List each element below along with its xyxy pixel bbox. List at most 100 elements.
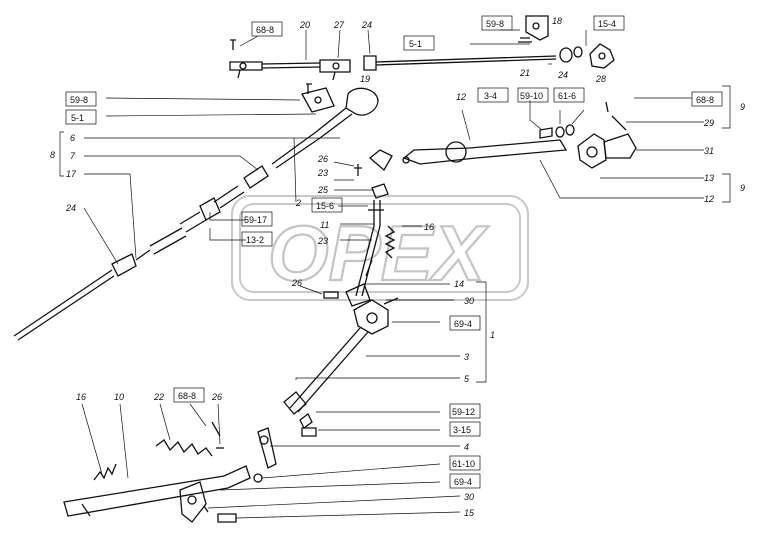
clip-25 [371,183,389,199]
housing-7 [243,165,269,189]
rod-11-top [373,200,381,226]
label-20: 20 [299,20,310,30]
label-26-bottom: 26 [211,392,222,402]
box-label-61-10: 61-10 [452,459,475,469]
boxed-labels: 68-8 59-8 15-4 5-1 59-8 5-1 3-4 59-10 61… [65,15,723,489]
label-28: 28 [595,74,606,84]
label-2: 2 [295,198,301,208]
pin-29 [611,115,627,131]
label-6: 6 [70,133,75,143]
number-labels: 20 27 24 18 21 24 28 19 12 9 29 6 7 8 17… [50,16,745,518]
cable-sleeve [213,185,245,209]
top-rod-assembly [229,15,615,81]
spring-16-left [93,463,117,481]
pin-30-bottom [203,505,209,513]
pin-30-top [383,297,399,305]
spring-22 [155,439,213,457]
label-3: 3 [464,352,469,362]
bolt-26-upper [354,164,362,176]
fork-27-pin [332,71,336,81]
box-label-3-4: 3-4 [484,91,497,101]
box-label-15-4: 15-4 [598,19,616,29]
pedal-pad-line [81,503,91,517]
cable-link [135,249,151,261]
center-linkage [323,149,396,307]
label-5: 5 [464,374,470,384]
box-label-68-8-a: 68-8 [256,25,274,35]
rod-3 [289,327,369,413]
bolt-15 [217,513,237,523]
label-14: 14 [454,279,464,289]
label-30-bottom: 30 [464,492,474,502]
washer-59-10 [555,126,565,138]
box-label-15-6: 15-6 [316,201,334,211]
knob-6 [345,87,379,116]
label-16-left: 16 [76,392,86,402]
fork-20-left [229,61,263,71]
label-4: 4 [464,442,469,452]
shaft-12-hub [445,141,467,163]
pin-center [365,259,373,277]
label-31: 31 [704,146,714,156]
fork-14 [345,283,371,307]
washer-61-10 [253,473,263,483]
tube-13-2 [149,227,187,255]
label-13: 13 [704,173,714,183]
pedal-assembly [63,421,251,523]
flange-13 [577,133,607,169]
box-label-5-1-b: 5-1 [71,113,84,123]
bracket-bottom-hole [187,495,197,505]
leader-lines [59,29,731,519]
label-23-lower: 23 [317,236,328,246]
lever-4-hole [259,435,269,445]
label-12-bottom: 12 [704,194,714,204]
ferrule-24 [111,253,137,277]
label-1: 1 [490,330,495,340]
bell-crank-hub [366,312,378,324]
fork-27 [319,59,351,73]
nut-59-12 [299,413,313,429]
fork-pin [237,69,241,79]
knob-6-shaft [315,107,353,139]
label-15: 15 [464,508,475,518]
label-9-top: 9 [740,102,745,112]
watermark-text: OPEX [268,209,489,297]
label-26-lower: 26 [291,278,302,288]
box-label-68-8-b: 68-8 [696,95,714,105]
label-27: 27 [333,20,345,30]
label-24-top: 24 [361,20,372,30]
bolt-59-8 [518,37,532,43]
bracket-19-hole [314,96,322,104]
nut-61-6 [565,124,575,136]
label-9-bottom: 9 [740,183,745,193]
pedal-lever-10 [63,465,251,517]
bracket-18-hole [532,22,540,30]
bracket-bottom [179,481,207,523]
label-10: 10 [114,392,124,402]
bolt-59-8-b [306,83,312,94]
box-label-59-8-a: 59-8 [486,19,504,29]
bell-crank-assembly [253,297,399,483]
shaft-12 [402,139,568,165]
shaft-12-end [402,156,410,164]
box-label-13-2: 13-2 [246,235,264,245]
box-label-59-12: 59-12 [452,407,475,417]
bolt-3-4 [539,127,553,139]
cotter-pin-top [230,39,236,50]
cable-upper [271,131,321,169]
label-8: 8 [50,150,55,160]
flange-13-hole [586,146,598,158]
label-30-top: 30 [464,296,474,306]
bell-crank [353,299,389,335]
rod-20 [261,62,321,69]
box-label-59-17: 59-17 [244,215,267,225]
nut-59-17 [199,197,221,221]
label-22: 22 [153,392,164,402]
label-25: 25 [317,185,329,195]
bracket-19 [301,87,335,113]
fork-pin-hole [239,62,247,70]
label-12-top: 12 [456,92,466,102]
cable-mid [179,211,207,233]
